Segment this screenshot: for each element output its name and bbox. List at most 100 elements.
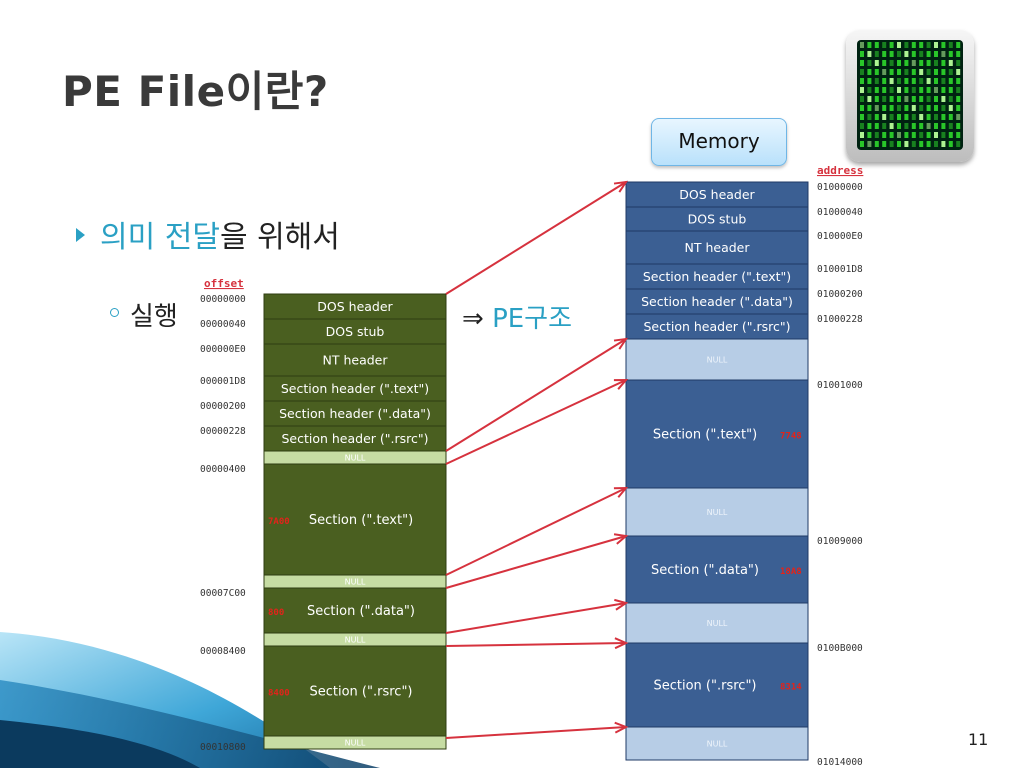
matrix-cell	[956, 78, 961, 84]
mapping-arrow-1	[445, 337, 629, 452]
mem-block-7-label: Section (".text")	[653, 428, 757, 443]
matrix-cell	[882, 87, 887, 93]
matrix-cell	[911, 69, 916, 75]
file-block-12-offset: 00010800	[200, 742, 246, 753]
matrix-cell	[911, 123, 916, 129]
matrix-cell	[882, 132, 887, 138]
matrix-cell	[956, 60, 961, 66]
matrix-cell	[897, 123, 901, 129]
matrix-cell	[926, 132, 931, 138]
matrix-cell	[956, 87, 961, 93]
matrix-cell	[948, 132, 953, 138]
matrix-screen	[857, 40, 963, 150]
matrix-cell	[904, 51, 909, 57]
mem-block-2-rect	[625, 230, 809, 265]
matrix-cell	[956, 51, 961, 57]
mem-block-1-label: DOS stub	[688, 212, 747, 227]
mem-block-1-address: 01000040	[817, 207, 863, 218]
matrix-cell	[860, 132, 864, 138]
matrix-cell	[911, 51, 916, 57]
mapping-arrow-3	[445, 486, 629, 576]
mem-block-5-label: Section header (".rsrc")	[643, 319, 790, 334]
matrix-cell	[867, 42, 872, 48]
matrix-cell	[867, 132, 872, 138]
matrix-cell	[897, 51, 901, 57]
matrix-cell	[941, 105, 946, 111]
file-block-8-label: NULL	[345, 577, 366, 586]
matrix-cell	[897, 105, 901, 111]
file-block-3-offset: 000001D8	[200, 376, 246, 387]
mem-block-9-address: 01009000	[817, 536, 863, 547]
matrix-cell	[860, 69, 864, 75]
matrix-cell	[941, 123, 946, 129]
matrix-cell	[897, 69, 901, 75]
matrix-cell	[926, 105, 931, 111]
file-block-1-label: DOS stub	[326, 324, 385, 339]
matrix-cell	[911, 87, 916, 93]
mapping-arrow-4	[445, 533, 629, 589]
bullet-accent-text: 의미 전달	[100, 220, 220, 255]
file-block-5-offset: 00000228	[200, 426, 246, 437]
matrix-cell	[919, 114, 924, 120]
matrix-cell	[874, 51, 879, 57]
matrix-cell	[941, 69, 946, 75]
matrix-cell	[919, 42, 924, 48]
matrix-cell	[934, 132, 938, 138]
matrix-cell	[919, 96, 924, 102]
matrix-cell	[867, 114, 872, 120]
file-block-9-size: 800	[268, 608, 284, 618]
matrix-cell	[956, 123, 961, 129]
matrix-cell	[926, 87, 931, 93]
matrix-cell	[882, 42, 887, 48]
matrix-cell	[904, 105, 909, 111]
matrix-cell	[874, 69, 879, 75]
matrix-cell	[941, 78, 946, 84]
matrix-cell	[926, 69, 931, 75]
matrix-cell	[867, 123, 872, 129]
matrix-cell	[867, 141, 872, 147]
matrix-cell	[867, 96, 872, 102]
mem-block-4-rect	[625, 288, 809, 315]
file-block-10-label: NULL	[345, 635, 366, 644]
sub-bullet-ring-icon	[110, 308, 119, 317]
matrix-cell	[926, 96, 931, 102]
sub-bullet-execute: 실행	[110, 296, 178, 333]
matrix-cell	[911, 60, 916, 66]
matrix-cell	[948, 105, 953, 111]
mem-block-1-rect	[625, 206, 809, 232]
matrix-cell	[948, 51, 953, 57]
mem-block-8-rect	[625, 487, 809, 537]
matrix-cell	[867, 78, 872, 84]
matrix-cell	[948, 69, 953, 75]
matrix-cell	[956, 96, 961, 102]
file-block-11-rect	[263, 645, 447, 737]
offset-header: offset	[204, 277, 244, 290]
matrix-cell	[948, 42, 953, 48]
matrix-cell	[926, 123, 931, 129]
matrix-cell	[882, 69, 887, 75]
matrix-cell	[889, 60, 894, 66]
matrix-cell	[889, 132, 894, 138]
mapping-arrows	[445, 180, 629, 739]
matrix-cell	[911, 78, 916, 84]
binary-matrix-icon	[846, 30, 974, 162]
file-block-0-rect	[263, 293, 447, 320]
pe-structure-label: ⇒ PE구조	[462, 298, 572, 335]
matrix-cell	[941, 132, 946, 138]
matrix-cell	[941, 141, 946, 147]
file-block-7-rect	[263, 463, 447, 576]
mem-block-3-address: 010001D8	[817, 264, 863, 275]
matrix-cell	[882, 78, 887, 84]
mem-block-4-label: Section header (".data")	[641, 294, 793, 309]
matrix-cell	[897, 141, 901, 147]
file-block-9-offset: 00007C00	[200, 588, 246, 599]
matrix-code-graphic	[860, 42, 961, 147]
mem-block-7-address: 01001000	[817, 380, 863, 391]
mem-block-11-size: 8314	[780, 683, 802, 693]
file-block-9-rect	[263, 587, 447, 634]
mem-block-6-label: NULL	[707, 355, 728, 364]
matrix-cell	[889, 114, 894, 120]
matrix-cell	[934, 78, 938, 84]
mem-block-9-size: 18A8	[780, 567, 802, 577]
